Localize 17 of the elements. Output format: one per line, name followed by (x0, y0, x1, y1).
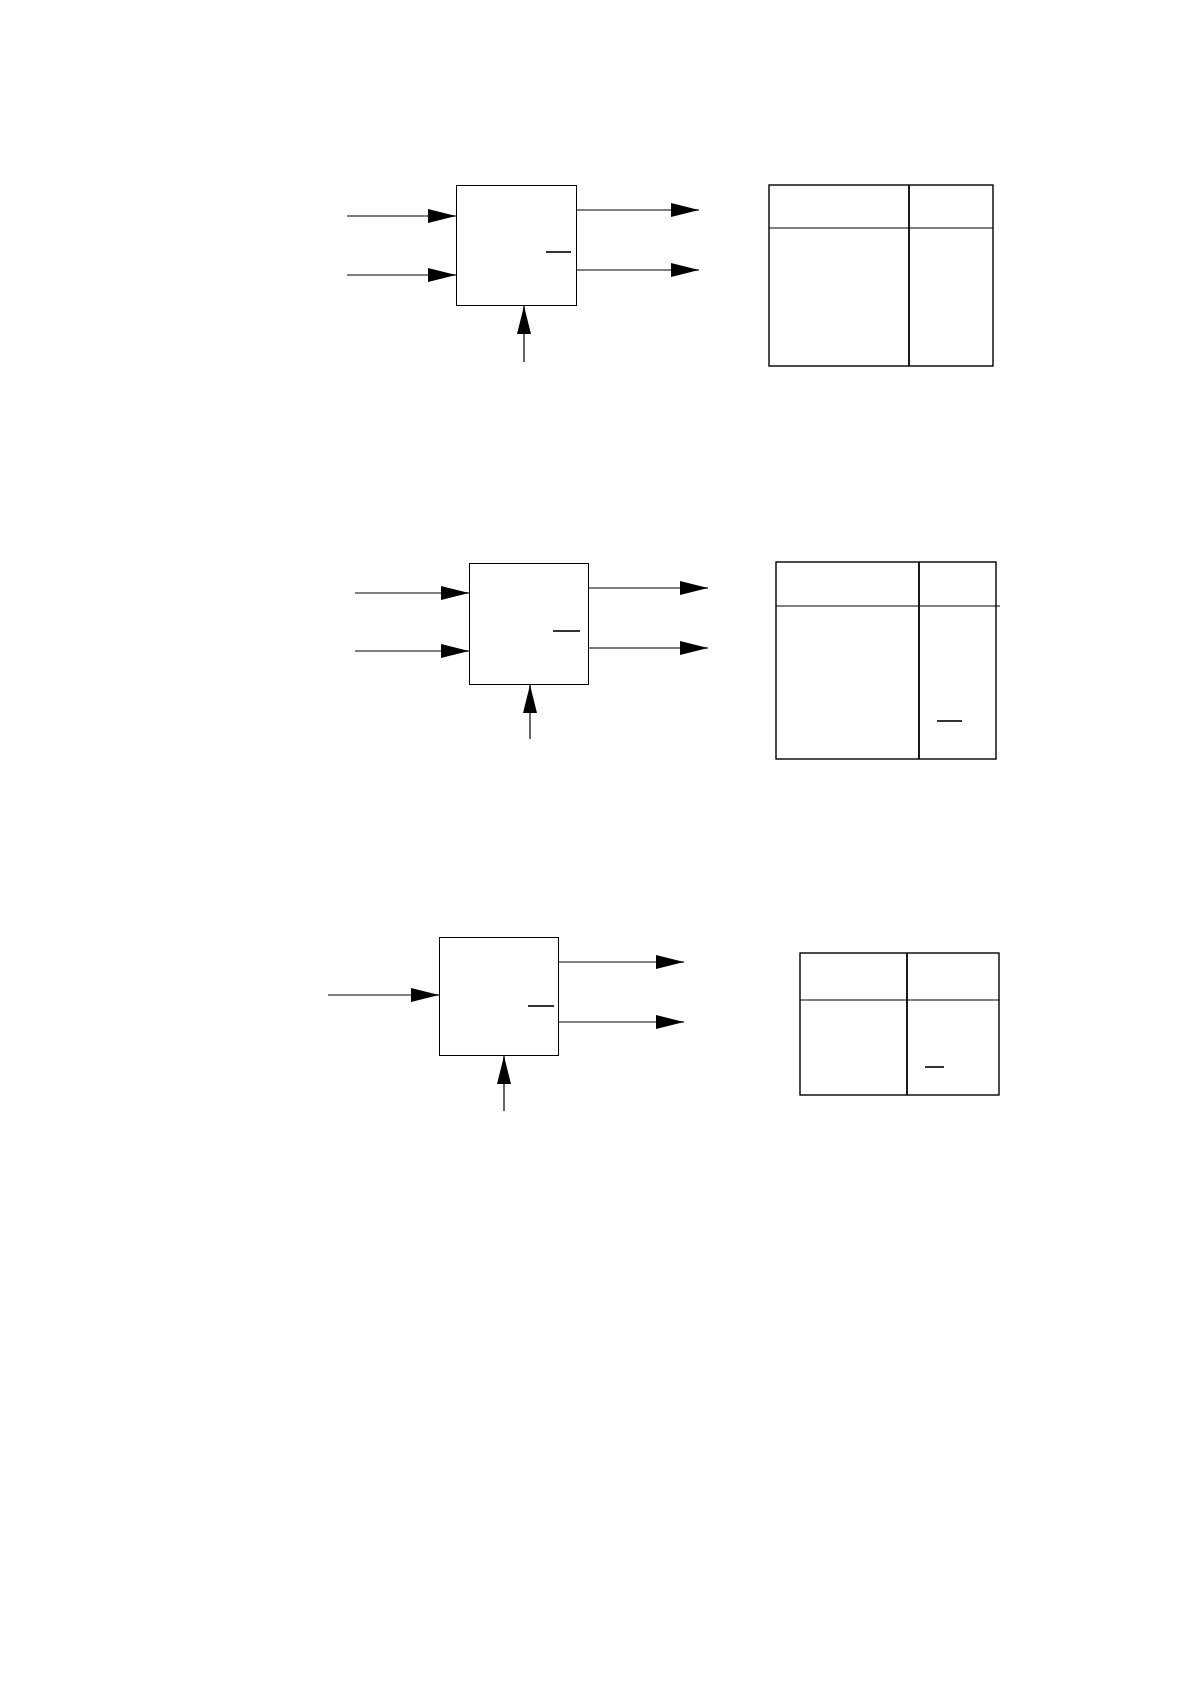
arrow (576, 263, 700, 277)
arrow (354, 586, 470, 600)
arrow (354, 644, 470, 658)
arrow (558, 955, 685, 969)
arrow (588, 641, 709, 655)
block-box (469, 563, 589, 685)
arrow (346, 209, 457, 223)
arrow (346, 268, 457, 282)
block-box (439, 937, 559, 1056)
block-box (456, 185, 577, 306)
arrow (558, 1015, 685, 1029)
arrow (523, 684, 537, 740)
arrow (576, 203, 700, 217)
arrow (327, 988, 440, 1002)
arrow (497, 1055, 511, 1112)
arrow (588, 581, 709, 595)
arrow (517, 305, 531, 363)
